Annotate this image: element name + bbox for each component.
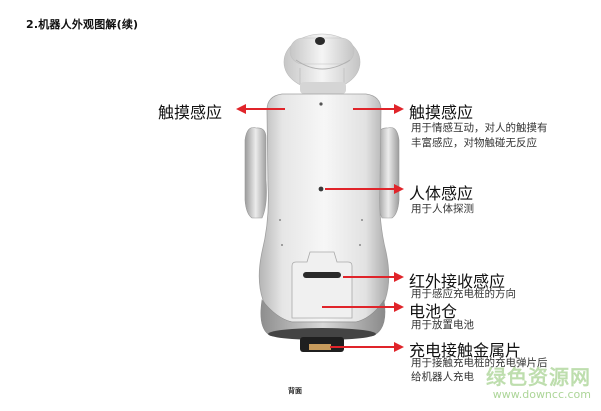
label-charging-contact: 充电接触金属片 [409, 341, 522, 360]
label-touch-sensor-right: 触摸感应 [409, 103, 474, 122]
watermark-url: www.downcc.com [492, 388, 591, 401]
figure-caption: 背面 [288, 387, 302, 395]
label-ir-receiver: 红外接收感应 [409, 272, 506, 291]
ir-receiver-window [303, 272, 341, 278]
label-battery: 电池仓 [409, 302, 458, 321]
desc-ir-receiver: 用于感应充电桩的方向 [411, 288, 516, 300]
desc-charging-contact-line1: 用于接触充电桩的充电弹片后 [411, 357, 548, 369]
robot-base [260, 299, 386, 352]
section-heading: 2.机器人外观图解(续) [26, 18, 139, 31]
watermark-site-name: 绿色资源网 [486, 365, 591, 389]
desc-battery: 用于放置电池 [411, 319, 474, 331]
label-body-sensor: 人体感应 [409, 184, 474, 203]
body-sensor-dot [318, 186, 324, 192]
desc-charging-contact-line2: 给机器人充电 [411, 371, 474, 383]
desc-body-sensor: 用于人体探测 [411, 203, 474, 215]
desc-touch-sensor-line1: 用于情感互动，对人的触摸有 [411, 122, 548, 134]
robot-arms [244, 127, 400, 219]
callout-arrows [236, 104, 404, 352]
label-touch-sensor-left: 触摸感应 [158, 103, 223, 122]
battery-compartment [291, 251, 353, 319]
desc-touch-sensor-line2: 丰富感应，对物触碰无反应 [411, 137, 537, 149]
charging-contact-plate [309, 344, 331, 350]
robot-head [283, 33, 361, 94]
watermark: 绿色资源网 www.downcc.com [486, 361, 591, 401]
